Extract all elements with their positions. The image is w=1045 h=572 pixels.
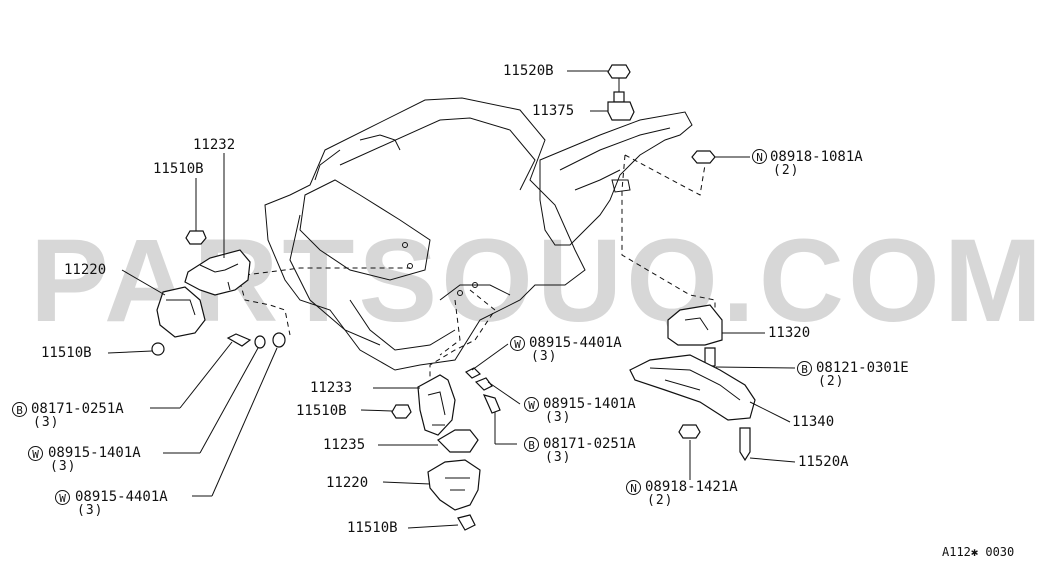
washer-badge-icon: W	[28, 446, 43, 461]
part-label-11375[interactable]: 11375	[532, 103, 575, 119]
part-qty-08918-1421A: (2)	[647, 493, 674, 508]
bolt-badge-icon: B	[524, 437, 539, 452]
part-label-11510B-top[interactable]: 11510B	[153, 161, 204, 177]
part-label-11232[interactable]: 11232	[193, 137, 236, 153]
part-label-11235[interactable]: 11235	[323, 437, 366, 453]
part-label-11520B[interactable]: 11520B	[503, 63, 554, 79]
part-label-11320[interactable]: 11320	[768, 325, 811, 341]
washer-badge-icon: W	[510, 336, 525, 351]
nut-badge-icon: N	[752, 149, 767, 164]
part-label-08121-0301E[interactable]: 08121-0301E	[816, 360, 909, 376]
engine-block-drawing	[264, 97, 693, 371]
part-label-08918-1081A[interactable]: 08918-1081A	[770, 149, 863, 165]
diagram-code: A112✱ 0030	[942, 545, 1015, 559]
part-label-08171-0251A-mid[interactable]: 08171-0251A	[543, 436, 636, 452]
bolt-badge-icon: B	[797, 361, 812, 376]
part-qty-08171-0251A-mid: (3)	[545, 450, 572, 465]
part-qty-08915-1401A-left: (3)	[50, 459, 77, 474]
part-qty-08121-0301E: (2)	[818, 374, 845, 389]
part-qty-08171-0251A-left: (3)	[33, 415, 60, 430]
washer-badge-icon: W	[55, 490, 70, 505]
part-label-08918-1421A[interactable]: 08918-1421A	[645, 479, 738, 495]
part-label-11220-left[interactable]: 11220	[64, 262, 107, 278]
part-qty-08915-1401A-mid: (3)	[545, 410, 572, 425]
part-qty-08915-4401A-left: (3)	[77, 503, 104, 518]
part-qty-08918-1081A: (2)	[773, 163, 800, 178]
part-label-11510B-bottom[interactable]: 11510B	[347, 520, 398, 536]
part-label-08171-0251A-left[interactable]: 08171-0251A	[31, 401, 124, 417]
part-label-11340[interactable]: 11340	[792, 414, 835, 430]
bolt-badge-icon: B	[12, 402, 27, 417]
part-label-11233[interactable]: 11233	[310, 380, 353, 396]
part-label-11220-mid[interactable]: 11220	[326, 475, 369, 491]
part-label-08915-4401A-mid[interactable]: 08915-4401A	[529, 335, 622, 351]
part-qty-08915-4401A-mid: (3)	[531, 349, 558, 364]
part-label-11510B-mid[interactable]: 11510B	[296, 403, 347, 419]
part-label-08915-1401A-left[interactable]: 08915-1401A	[48, 445, 141, 461]
part-label-08915-4401A-left[interactable]: 08915-4401A	[75, 489, 168, 505]
washer-badge-icon: W	[524, 397, 539, 412]
nut-badge-icon: N	[626, 480, 641, 495]
part-label-08915-1401A-mid[interactable]: 08915-1401A	[543, 396, 636, 412]
part-label-11520A[interactable]: 11520A	[798, 454, 849, 470]
part-label-11510B-left[interactable]: 11510B	[41, 345, 92, 361]
